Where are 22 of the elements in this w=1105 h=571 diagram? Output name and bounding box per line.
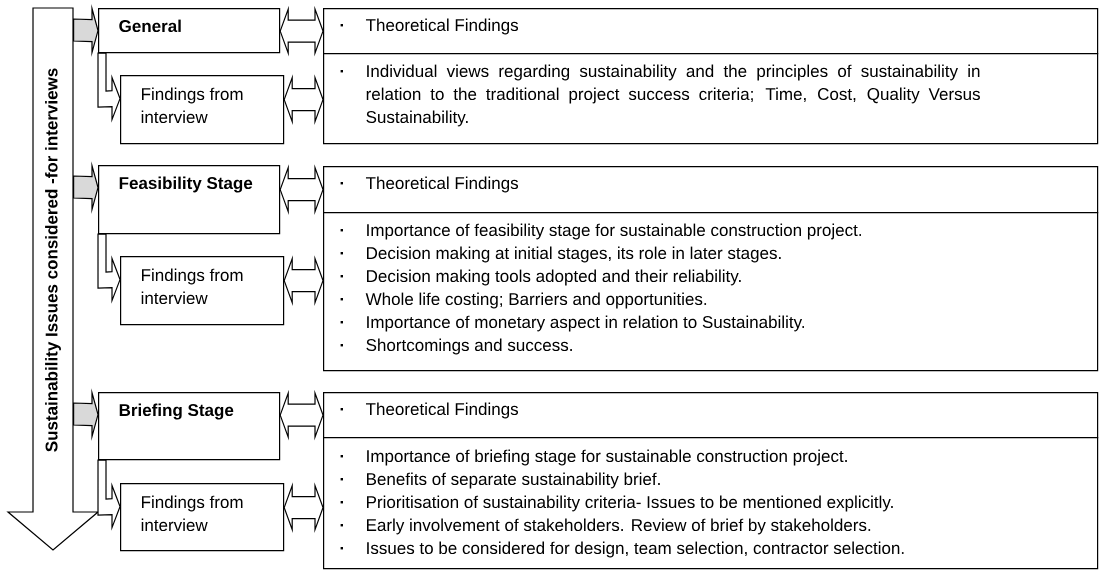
findings-box: Findings from interview [120,75,285,145]
elbow-arrow [97,52,121,123]
double-arrow [283,74,324,125]
double-arrow [279,164,324,215]
double-arrow [279,389,324,441]
double-arrow [283,255,324,306]
block-arrow [73,388,99,442]
double-arrow [283,482,324,533]
elbow-arrow [97,233,121,304]
block-arrow [73,161,99,215]
findings-box: Theoretical Findings [323,8,1099,55]
findings-box: Theoretical Findings [323,392,1099,439]
elbow-arrow [97,459,121,531]
list-box: Individual views regarding sustainability and the principles of sustainability in relation to the traditional project success criteria; Time, Cost, Quality Versus Sustainability. [323,53,1099,145]
findings-box: Findings from interview [120,483,285,552]
findings-box: Theoretical Findings [323,166,1099,214]
stage-box: Briefing Stage [98,392,281,461]
double-arrow [279,5,324,57]
stage-box: Feasibility Stage [98,165,281,235]
stage-box: General [98,8,281,54]
findings-box: Findings from interview [120,256,285,326]
block-arrow [73,4,99,58]
